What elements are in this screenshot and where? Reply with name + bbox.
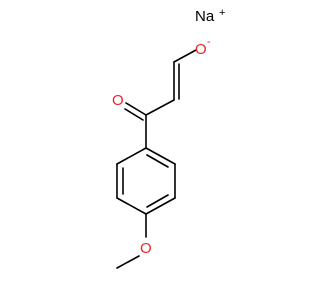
sodium-label: Na (195, 8, 215, 25)
carbonyl-oxygen-label: O (112, 92, 124, 109)
structure-canvas: Na + O - O O (112, 7, 226, 269)
bond-c1-carbonyl-o-double (124, 108, 144, 121)
ring-bond-6 (116, 147, 147, 165)
ring-inner-double-2 (146, 194, 169, 208)
ether-oxygen-label: O (140, 240, 152, 257)
molecule-structure: Na + O - O O (112, 7, 225, 269)
ring-inner-double-1 (146, 154, 169, 168)
sodium-charge: + (219, 7, 225, 19)
ring-bond-4 (116, 197, 147, 215)
ring-bond-1 (145, 147, 176, 165)
bond-c3-o-minus (173, 49, 197, 63)
bond-ether-o-methyl (116, 255, 140, 269)
oxide-charge: - (207, 36, 211, 48)
ring-bond-3 (145, 197, 176, 215)
oxide-label: O (195, 41, 207, 58)
bond-c1-carbonyl-o (125, 102, 147, 116)
bond-c1-c2 (145, 99, 175, 116)
